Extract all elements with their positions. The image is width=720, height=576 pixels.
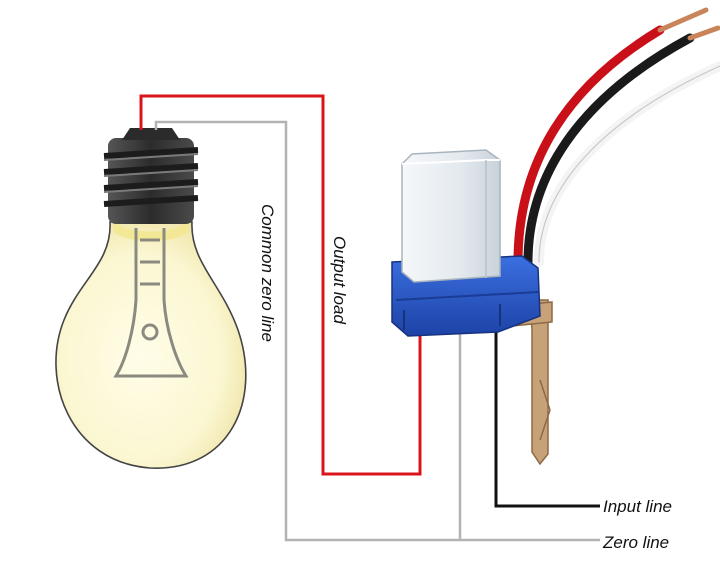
light-sensor-switch-icon bbox=[391, 7, 720, 466]
bulb-glow bbox=[112, 218, 190, 241]
bulb-glass bbox=[55, 221, 247, 469]
common-zero-wire bbox=[154, 120, 600, 542]
sensor-lead-wires bbox=[513, 7, 720, 267]
sensor-cap bbox=[401, 149, 501, 283]
light-bulb-icon bbox=[55, 128, 247, 469]
common-zero-line-label: Common zero line bbox=[258, 204, 277, 342]
bulb-socket bbox=[103, 128, 199, 224]
input-line-wire bbox=[494, 326, 600, 508]
bulb-filament bbox=[113, 228, 189, 378]
input-line-label: Input line bbox=[603, 497, 672, 516]
output-load-wire bbox=[139, 94, 422, 476]
zero-line-label: Zero line bbox=[602, 533, 669, 552]
output-load-label: Output load bbox=[330, 236, 349, 324]
